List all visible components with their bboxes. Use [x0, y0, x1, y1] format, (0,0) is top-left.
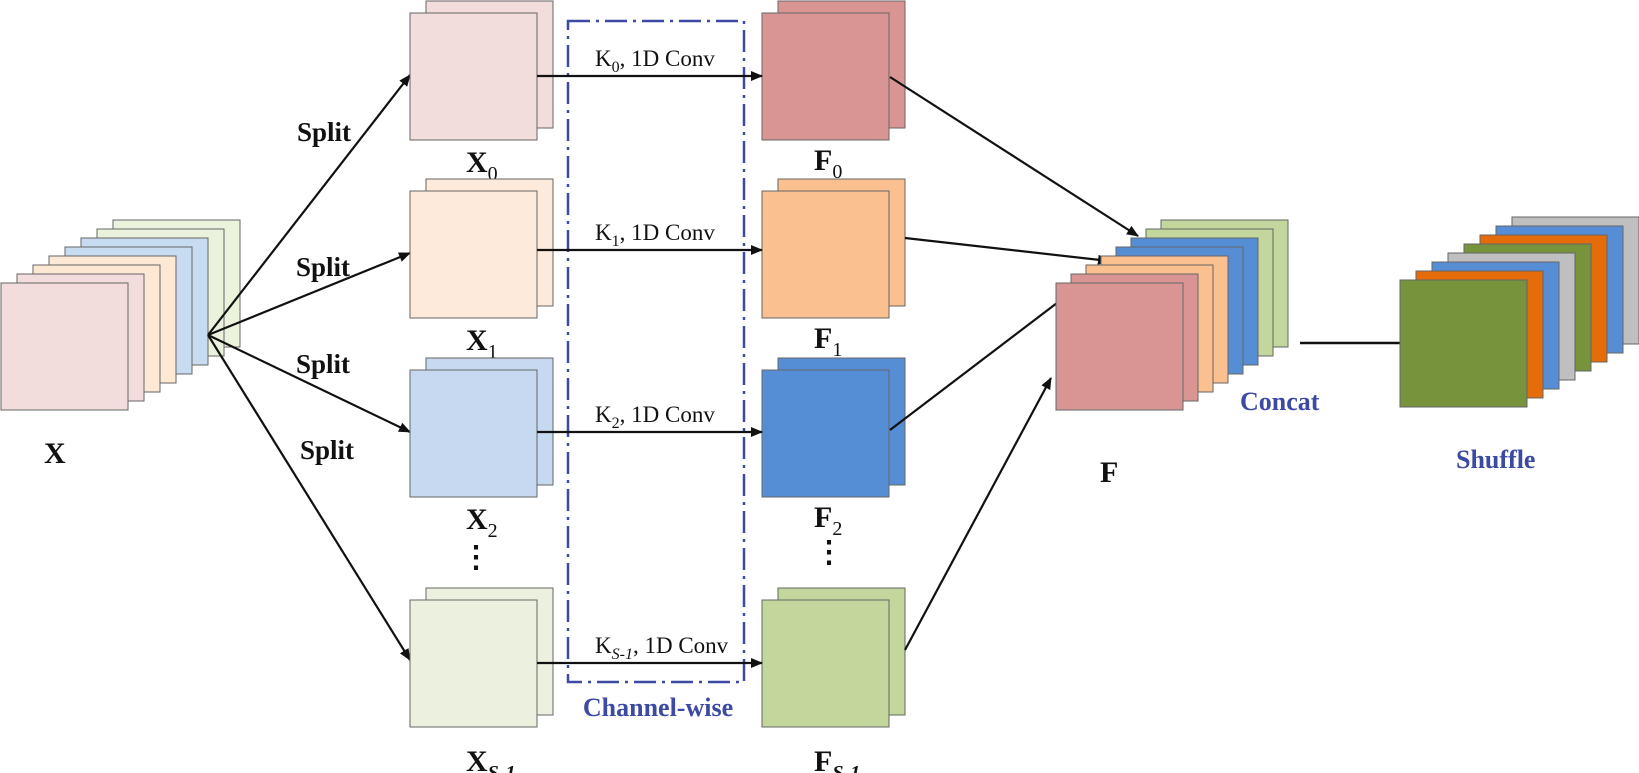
f-ellipsis: ⋮ — [814, 536, 844, 569]
concat-arrow-2 — [889, 286, 1079, 431]
split-arrow-1 — [207, 251, 411, 337]
conv-label-1: K1, 1D Conv — [595, 220, 715, 250]
concat-arrow-1 — [904, 236, 1110, 265]
split-arrow-2 — [207, 334, 411, 433]
concat-arrows — [889, 76, 1139, 651]
x-label-2: X2 — [466, 503, 498, 542]
x-label-0: X0 — [466, 146, 498, 185]
input-label: X — [44, 437, 66, 470]
split-arrow-0 — [207, 74, 411, 336]
x-3-front — [409, 599, 538, 728]
concat-feature-stack — [1055, 219, 1289, 411]
concat-arrow-0 — [889, 76, 1139, 237]
input-layer-7 — [0, 282, 129, 411]
x-label-3: XS-1 — [466, 745, 515, 773]
shuffle-feature-stack — [1399, 216, 1639, 408]
concat-label: Concat — [1240, 387, 1320, 416]
f-0-front — [761, 12, 890, 141]
f-label-3: FS-1 — [814, 745, 860, 773]
f-1-front — [761, 190, 890, 319]
x-label-1: X1 — [466, 324, 498, 363]
split-arrow-last — [207, 334, 411, 661]
conv-label-3: KS-1, 1D Conv — [595, 633, 729, 663]
concat-layer-7 — [1055, 282, 1184, 411]
f-label-1: F1 — [814, 322, 842, 361]
input-feature-stack — [0, 219, 241, 411]
x-1-front — [409, 190, 538, 319]
f-label-0: F0 — [814, 144, 842, 183]
channel-wise-box — [566, 19, 746, 684]
split-label-2: Split — [296, 349, 350, 379]
split-label-1: Split — [296, 252, 350, 282]
f-label-2: F2 — [814, 501, 842, 540]
shuffle-label: Shuffle — [1456, 445, 1535, 474]
x-0-front — [409, 12, 538, 141]
split-label-last: Split — [300, 435, 354, 465]
x-2-front — [409, 369, 538, 498]
split-label-0: Split — [297, 117, 351, 147]
f-2-front — [761, 369, 890, 498]
x-ellipsis: ⋮ — [461, 541, 491, 574]
conv-label-2: K2, 1D Conv — [595, 402, 715, 432]
conv-label-0: K0, 1D Conv — [595, 46, 715, 76]
concat-arrow-last — [904, 377, 1052, 651]
shuffle-layer-7 — [1399, 279, 1528, 408]
channel-wise-label: Channel-wise — [583, 693, 733, 722]
concat-output-label: F — [1100, 456, 1118, 489]
split-arrows — [207, 74, 411, 661]
f-3-front — [761, 599, 890, 728]
